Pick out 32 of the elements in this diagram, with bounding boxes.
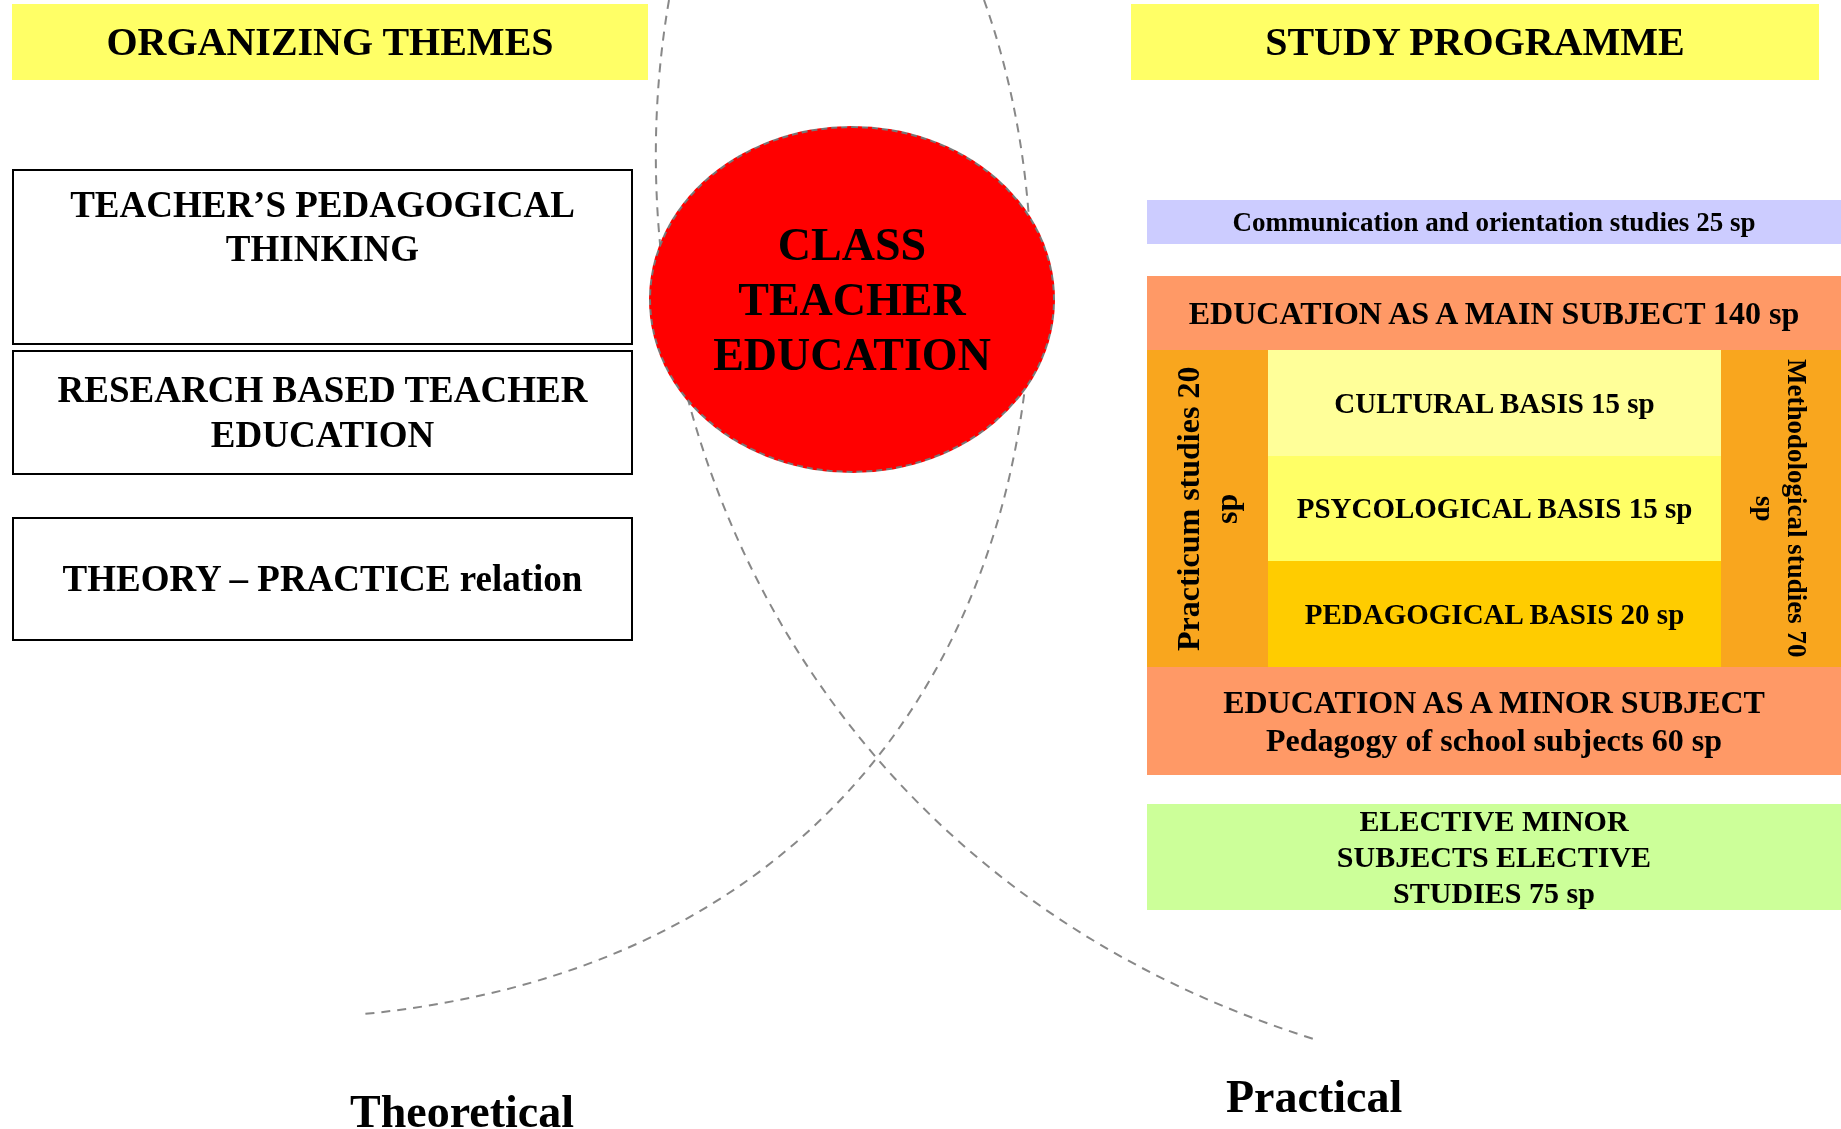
node-text: ELECTIVE MINOR SUBJECTS ELECTIVE STUDIES 75 sp <box>1335 803 1653 911</box>
heading-band <box>12 4 648 80</box>
node-text: STUDY PROGRAMME <box>1265 18 1685 66</box>
node-text: Pedagogy of school subjects 60 sp <box>1266 721 1722 760</box>
node-text: RESEARCH BASED TEACHER EDUCATION <box>56 368 589 457</box>
programme-band <box>1147 200 1841 244</box>
programme-band <box>1147 804 1841 910</box>
theme-box <box>12 350 633 475</box>
node-text: EDUCATION AS A MINOR SUBJECT <box>1223 682 1765 721</box>
axis-label: Theoretical <box>350 1085 574 1129</box>
node-text: Methodological studies 70 sp <box>1749 358 1814 660</box>
programme-band <box>1147 276 1841 350</box>
node-text: ORGANIZING THEMES <box>106 18 554 66</box>
theme-box <box>12 169 633 345</box>
programme-band <box>1147 350 1268 667</box>
node-text: PSYCOLOGICAL BASIS 15 sp <box>1296 491 1693 526</box>
node-text: Practicum studies 20 sp <box>1169 365 1246 653</box>
node-text: TEACHER’S PEDAGOGICAL THINKING <box>69 183 576 272</box>
node-text: PEDAGOGICAL BASIS 20 sp <box>1304 596 1685 632</box>
programme-band <box>1268 456 1721 561</box>
node-text: EDUCATION AS A MAIN SUBJECT 140 sp <box>1188 293 1800 333</box>
programme-band <box>1147 667 1841 775</box>
programme-band <box>1268 561 1721 667</box>
node-text: Communication and orientation studies 25 sp <box>1232 205 1756 239</box>
node-text: CULTURAL BASIS 15 sp <box>1334 385 1655 421</box>
theme-box <box>12 517 633 641</box>
programme-band <box>1721 350 1841 667</box>
node-text: CLASS TEACHER EDUCATION <box>712 217 992 383</box>
axis-label: Practical <box>1226 1070 1403 1123</box>
programme-band <box>1268 350 1721 456</box>
heading-band <box>1131 4 1819 80</box>
node-text: THEORY – PRACTICE relation <box>62 556 583 601</box>
